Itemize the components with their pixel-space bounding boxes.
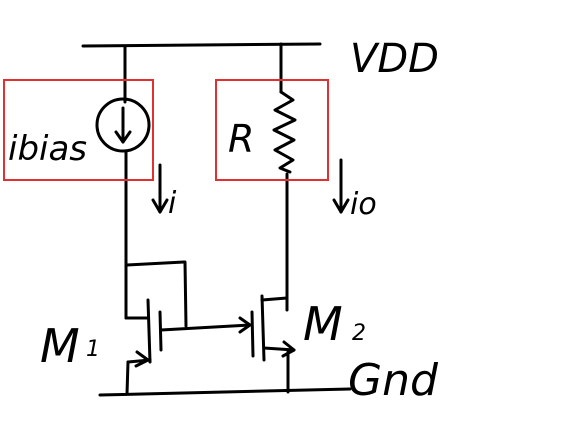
m1-subscript: 1 — [86, 337, 100, 362]
resistor-label: R — [228, 117, 254, 161]
m1-diode-top-wire — [124, 260, 186, 267]
resistor-zigzag — [272, 90, 297, 174]
m1-source-wire — [125, 360, 130, 396]
bias-source-highlight-box — [3, 79, 154, 181]
vdd-label: VDD — [350, 36, 439, 82]
current-i-arrow — [151, 163, 169, 214]
gnd-label: Gnd — [348, 355, 439, 406]
current-io-arrow — [332, 158, 350, 214]
ground-rail — [98, 387, 352, 397]
vdd-rail — [81, 42, 322, 48]
m1-label: M — [40, 319, 80, 373]
gate-connection-arrow — [238, 316, 252, 334]
m2-gate-plate — [250, 310, 255, 358]
current-i-label: i — [168, 186, 177, 221]
ibias-label: ibias — [8, 129, 87, 169]
m1-channel — [146, 298, 152, 364]
m2-subscript: 2 — [352, 321, 366, 346]
transistor-m1 — [124, 260, 188, 396]
current-source-circle — [95, 97, 151, 153]
gate-connection-wire — [159, 323, 252, 332]
m1-diode-side-wire — [183, 260, 188, 328]
arrow-i-head — [151, 198, 169, 214]
m2-drain-stub — [260, 296, 289, 302]
m2-channel — [260, 294, 266, 362]
arrow-io-head — [332, 198, 350, 214]
m2-source-stub — [262, 346, 296, 352]
current-source-arrow-head — [114, 130, 132, 144]
current-io-label: io — [350, 187, 377, 222]
m1-source-arrow — [134, 350, 150, 368]
resistor-highlight-box — [215, 79, 329, 181]
m2-label: M — [303, 297, 343, 351]
transistor-m2 — [250, 294, 296, 394]
bias-current-source — [95, 97, 151, 153]
